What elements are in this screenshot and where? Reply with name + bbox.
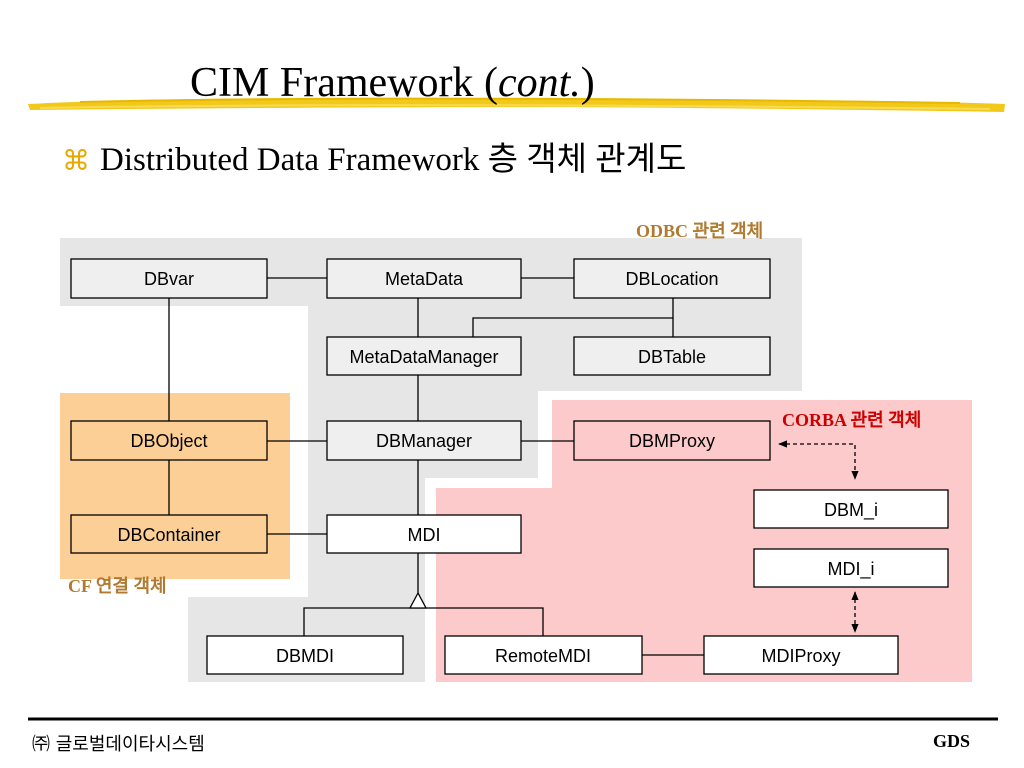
svg-text:DBObject: DBObject: [130, 431, 207, 451]
class-box-dbvar: DBvar: [70, 258, 268, 299]
class-box-remotemdi: RemoteMDI: [444, 635, 643, 675]
page-title: CIM Framework (cont.): [190, 60, 595, 106]
class-box-dblocation: DBLocation: [573, 258, 771, 299]
svg-text:DBM_i: DBM_i: [824, 500, 878, 521]
svg-text:MetaData: MetaData: [385, 269, 464, 289]
title-underline-stroke: [28, 97, 1005, 112]
corba-region-label: CORBA 관련 객체: [782, 410, 921, 430]
command-key-icon: ⌘: [62, 144, 90, 177]
svg-text:MDI_i: MDI_i: [827, 559, 874, 580]
class-box-dbmanager: DBManager: [326, 420, 522, 461]
class-box-dbobject: DBObject: [70, 420, 268, 461]
class-box-mdi: MDI: [326, 514, 522, 554]
svg-text:DBManager: DBManager: [376, 431, 472, 451]
inheritance-triangle: [408, 591, 428, 609]
class-box-dbmdi: DBMDI: [206, 635, 404, 675]
svg-text:DBTable: DBTable: [638, 347, 706, 367]
class-box-mdiproxy: MDIProxy: [703, 635, 899, 675]
class-box-mdi-i: MDI_i: [753, 548, 949, 588]
svg-text:MDIProxy: MDIProxy: [761, 646, 840, 666]
cf-region-label: CF 연결 객체: [68, 576, 167, 596]
class-box-dbm-i: DBM_i: [753, 489, 949, 529]
class-box-dbtable: DBTable: [573, 336, 771, 376]
svg-text:RemoteMDI: RemoteMDI: [495, 646, 591, 666]
footer-logo: GDS: [933, 731, 970, 751]
class-box-metadata: MetaData: [326, 258, 522, 299]
svg-text:MDI: MDI: [408, 525, 441, 545]
svg-text:MetaDataManager: MetaDataManager: [349, 347, 498, 367]
svg-text:DBContainer: DBContainer: [117, 525, 220, 545]
class-box-dbcontainer: DBContainer: [70, 514, 268, 554]
svg-text:DBMDI: DBMDI: [276, 646, 334, 666]
footer-company: ㈜ 글로벌데이타시스템: [32, 734, 205, 755]
odbc-region-label: ODBC 관련 객체: [636, 221, 763, 241]
corba-dashed-links: [778, 440, 859, 633]
svg-text:DBvar: DBvar: [144, 269, 194, 289]
class-box-dbmproxy: DBMProxy: [573, 420, 771, 461]
class-box-metadatamanager: MetaDataManager: [326, 336, 522, 376]
svg-text:DBMProxy: DBMProxy: [629, 431, 715, 451]
connector-lines: [168, 277, 704, 656]
diagram-subtitle: Distributed Data Framework 층 객체 관계도: [100, 142, 686, 178]
svg-text:DBLocation: DBLocation: [625, 269, 718, 289]
